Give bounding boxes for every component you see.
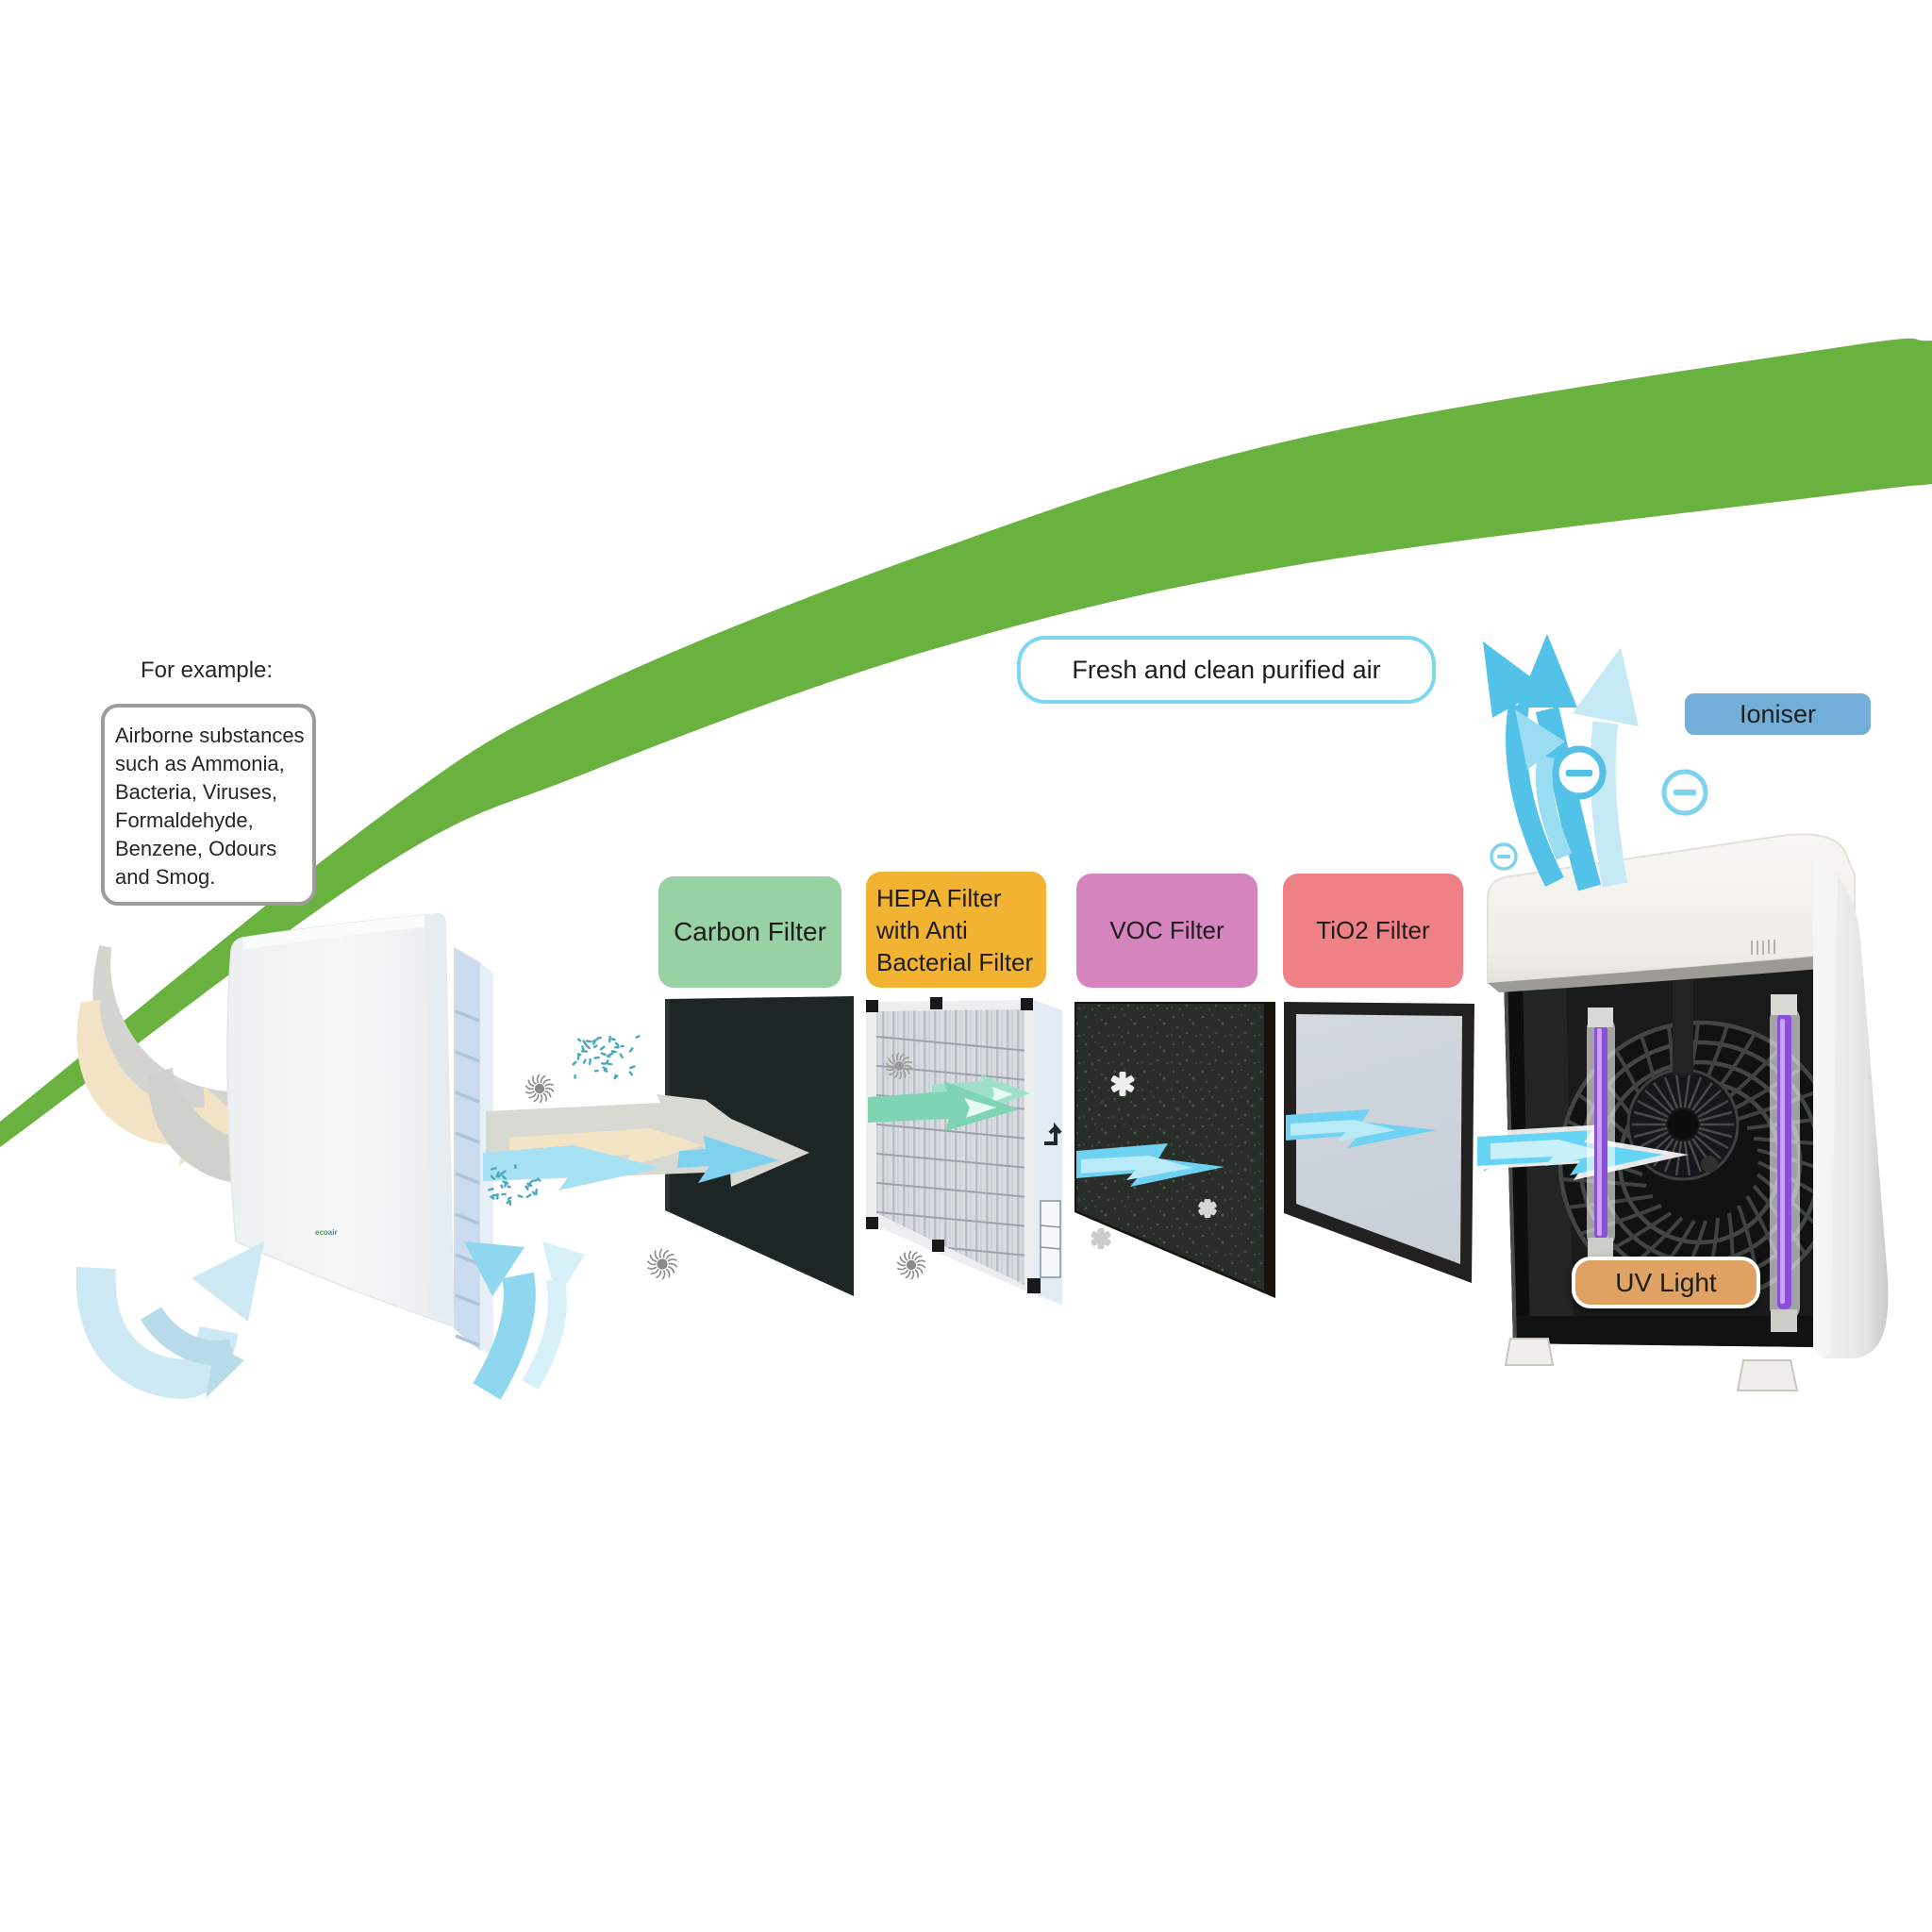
svg-text:ecoair: ecoair xyxy=(315,1228,338,1237)
